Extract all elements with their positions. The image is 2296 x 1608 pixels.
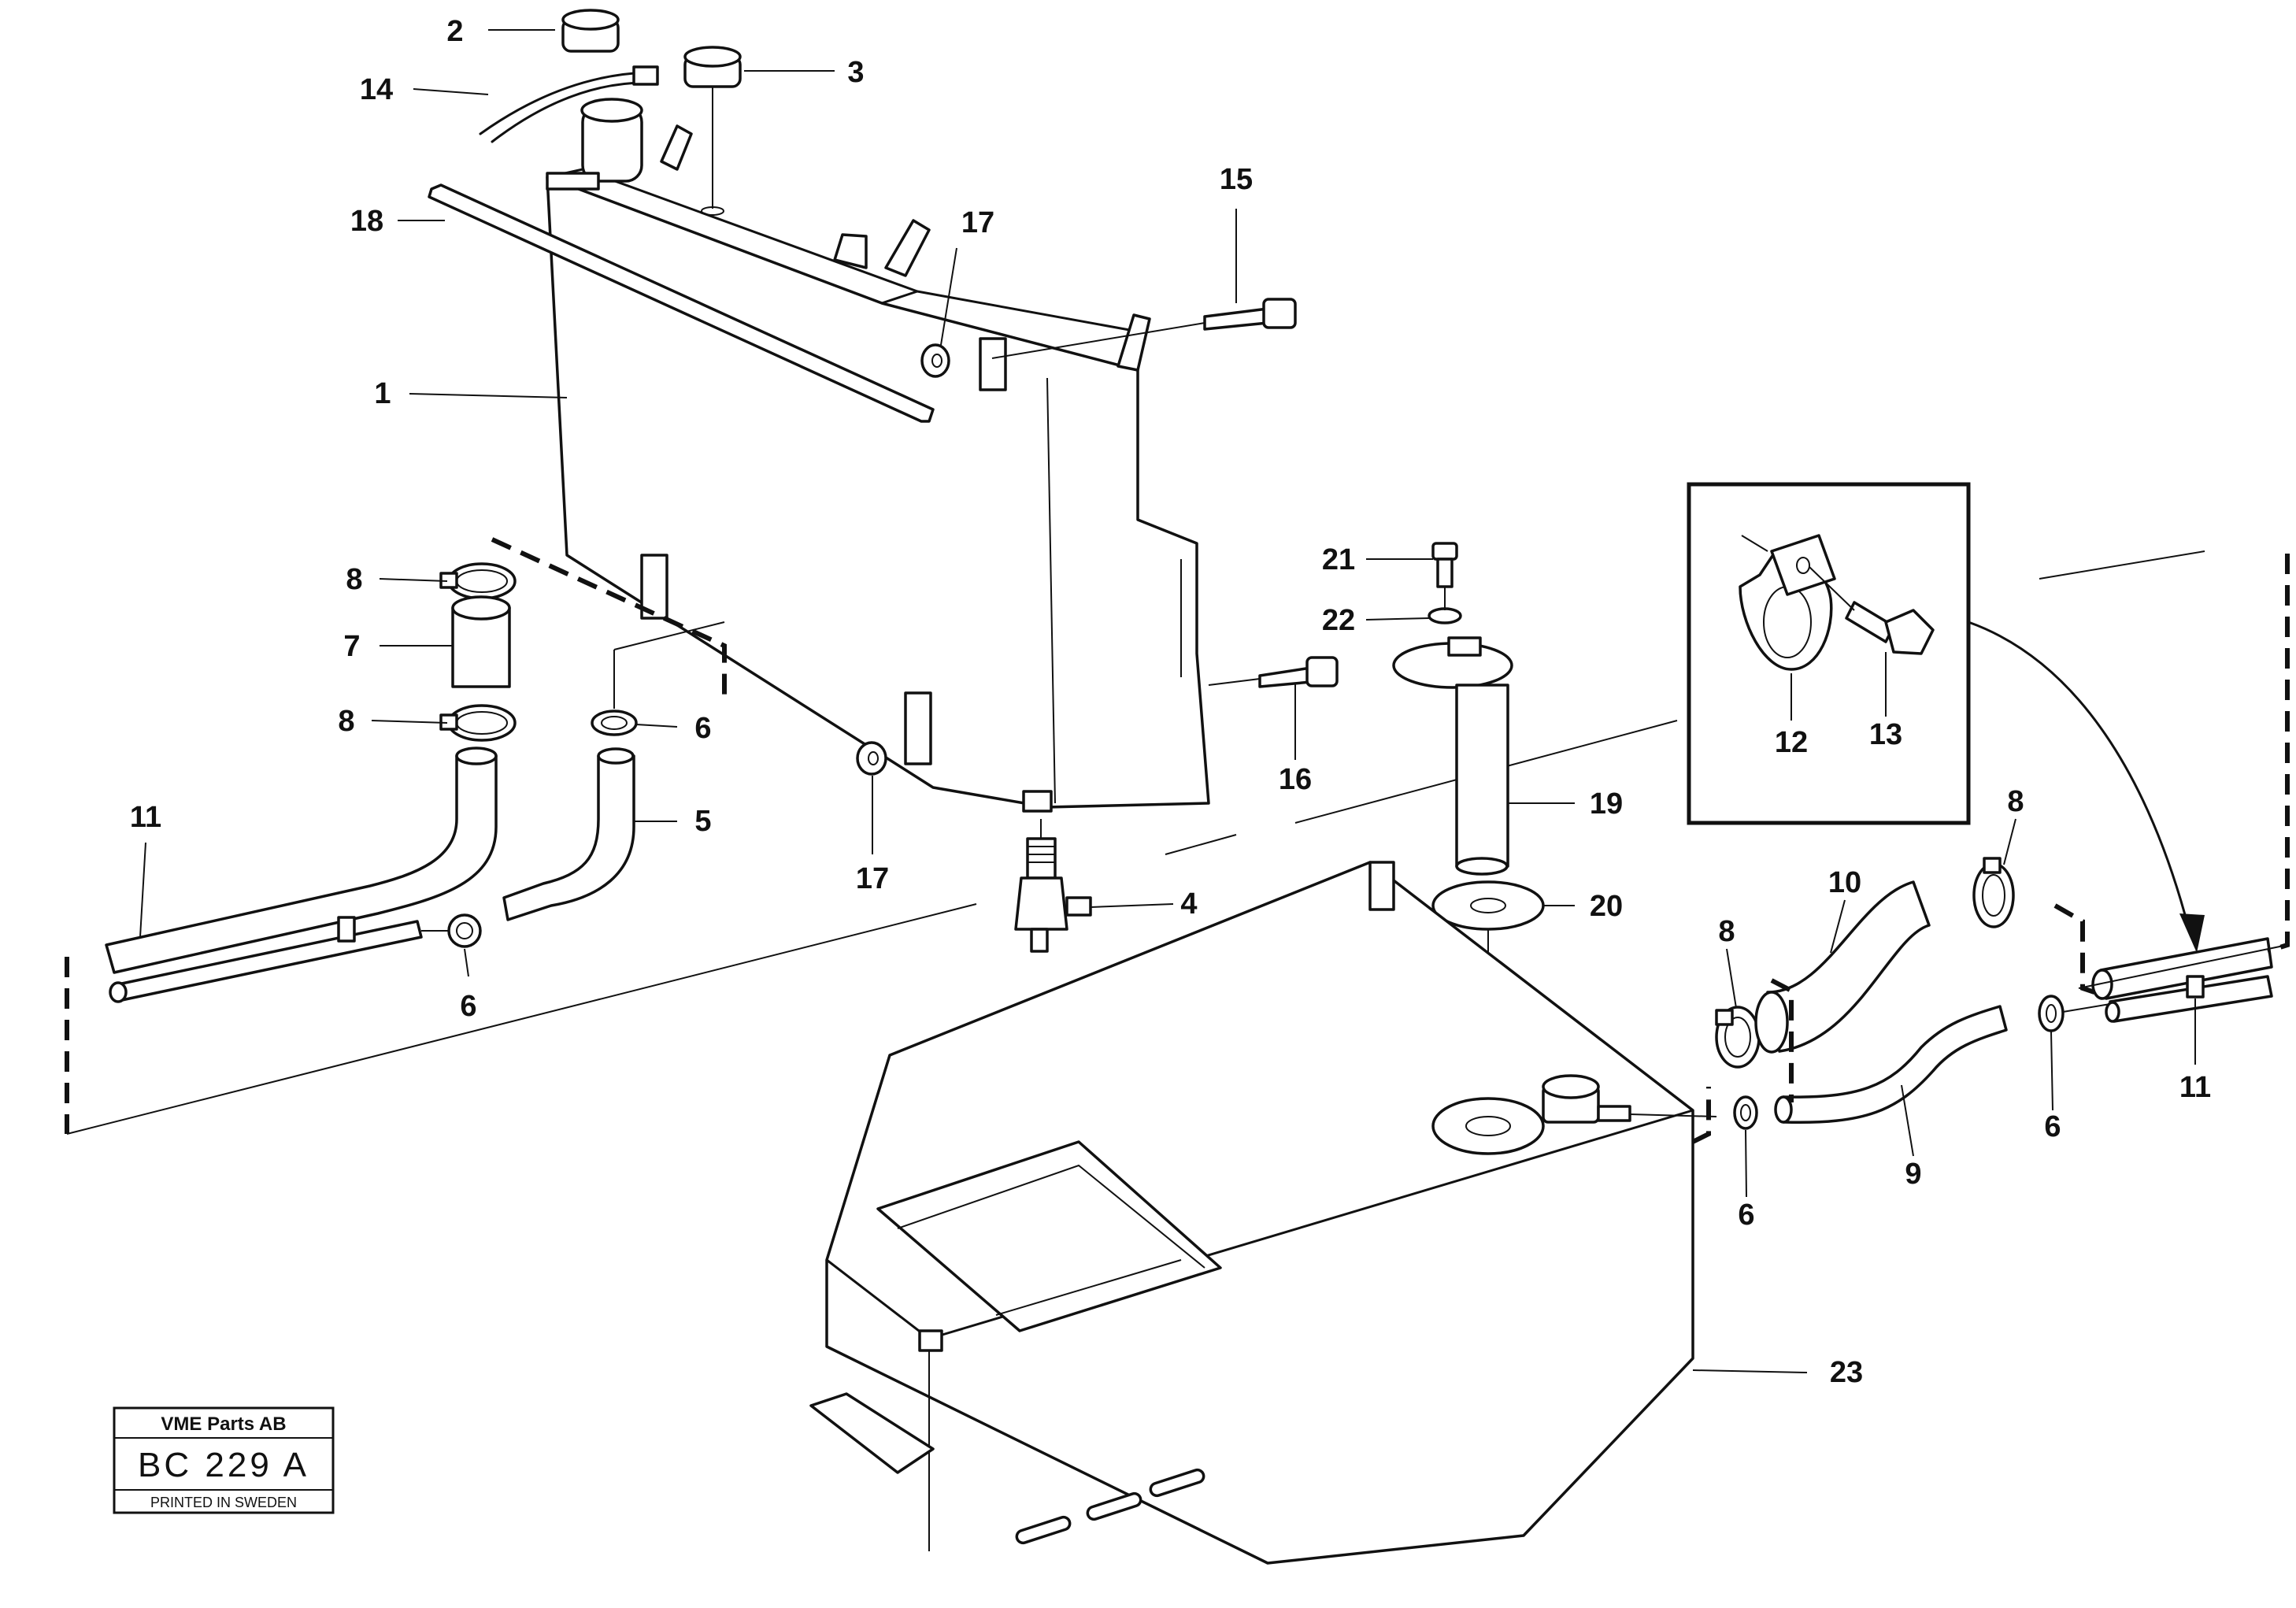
bolt-15 [1203,298,1297,331]
hose-9 [1774,1005,2008,1124]
clamp-6b [591,710,638,736]
callout-2: 2 [446,15,463,48]
pipe-11-left [105,747,498,1003]
callout-6: 6 [694,712,711,745]
screw-21 [1431,542,1458,588]
callout-23: 23 [1830,1356,1863,1389]
callout-11: 11 [130,801,161,834]
callouts: 2 3 14 18 17 15 1 8 7 8 6 11 5 6 17 4 21… [130,15,2211,1389]
title-block-code: BC 229 A [138,1446,309,1484]
callout-8: 8 [338,705,354,738]
callout-16: 16 [1279,763,1312,796]
hose-7 [451,595,511,688]
callout-18: 18 [350,205,383,238]
hose-10 [1754,880,1931,1054]
clamp-6c [1733,1095,1758,1130]
callout-7: 7 [343,630,360,663]
clamp-6a [447,913,482,948]
callout-14: 14 [360,73,393,106]
callout-8: 8 [2007,785,2024,818]
title-block: VME Parts AB BC 229 A PRINTED IN SWEDEN [113,1406,335,1514]
title-block-company: VME Parts AB [161,1413,286,1435]
hose-5 [502,747,635,921]
callout-17: 17 [856,862,889,895]
callout-11: 11 [2179,1071,2211,1104]
callout-9: 9 [1905,1158,1921,1191]
callout-8: 8 [346,563,362,596]
detail-inset [1687,482,1971,825]
callout-12: 12 [1775,726,1808,759]
callout-8: 8 [1718,915,1735,948]
callout-22: 22 [1322,604,1355,637]
clamp-8b [439,704,517,742]
clamp-8d [1972,857,2015,928]
upper-tank [546,98,1210,813]
callout-21: 21 [1322,543,1355,576]
callout-20: 20 [1590,890,1623,923]
callout-13: 13 [1869,718,1902,751]
level-sender [1392,636,1513,876]
title-block-footer: PRINTED IN SWEDEN [150,1495,297,1510]
callout-4: 4 [1180,887,1197,921]
vent-cap [683,46,742,88]
pipe-11-right [2091,937,2273,1023]
drain-cock [1014,837,1092,953]
callout-6: 6 [2044,1110,2061,1143]
callout-1: 1 [374,377,391,410]
callout-5: 5 [694,805,711,838]
callout-15: 15 [1220,163,1253,196]
clamp-6d [2038,995,2065,1032]
callout-6: 6 [1738,1199,1754,1232]
callout-3: 3 [847,56,864,89]
clamp-8c [1715,1006,1761,1069]
callout-17: 17 [961,206,994,239]
rod [428,183,935,423]
filler-cap [561,9,620,53]
bolt-16 [1258,656,1339,688]
washer-22 [1428,607,1462,624]
callout-19: 19 [1590,787,1623,821]
lower-tank [809,861,1694,1565]
leader-lines [139,29,2196,1373]
callout-6: 6 [460,990,476,1023]
callout-10: 10 [1828,866,1861,899]
clamp-8a [439,562,517,600]
